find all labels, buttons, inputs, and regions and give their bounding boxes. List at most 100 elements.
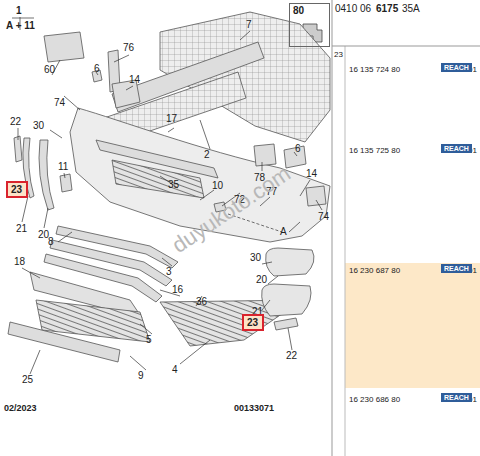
leader-line xyxy=(22,268,40,278)
callout-number: 30 xyxy=(33,120,44,131)
table-rule xyxy=(332,46,480,47)
callout-number: 6 xyxy=(295,143,301,154)
leader-line xyxy=(289,222,300,232)
callout-number: 21 xyxy=(16,223,27,234)
callout-number: 20 xyxy=(38,229,49,240)
reach-badge: REACH xyxy=(441,393,472,402)
part-number: 16 135 724 80 xyxy=(349,66,400,75)
node-text: REACH xyxy=(444,265,469,272)
reference-code: 0410 06 xyxy=(335,3,371,14)
callout-number: 17 xyxy=(166,113,177,124)
leader-line xyxy=(262,262,272,264)
node-text: REACH xyxy=(444,145,469,152)
fraction-bar xyxy=(12,18,34,19)
leader-line xyxy=(50,130,62,138)
callout-number: 74 xyxy=(54,97,65,108)
callout-number: 20 xyxy=(256,274,267,285)
fog-bezel xyxy=(262,284,311,316)
callout-number: 18 xyxy=(14,256,25,267)
date-code: 02/2023 xyxy=(4,404,37,414)
reach-badge: REACH xyxy=(441,264,472,273)
callout-number: 7 xyxy=(246,19,252,30)
leader-line xyxy=(240,31,250,40)
leader-line xyxy=(18,128,19,140)
callout-number: 8 xyxy=(48,236,54,247)
leader-line xyxy=(58,232,72,242)
highlight-row xyxy=(345,263,480,388)
callout-number: 1 xyxy=(16,5,22,16)
header-box: 80 xyxy=(289,3,330,47)
leader-line xyxy=(140,324,152,334)
leader-line xyxy=(114,55,129,62)
callout-number: A xyxy=(280,226,287,237)
callout-number: 2 xyxy=(204,149,210,160)
leader-line xyxy=(44,208,48,228)
leader-line xyxy=(288,328,292,350)
callout-number: 35 xyxy=(168,179,179,190)
leader-line xyxy=(30,350,40,374)
node-text: 23 xyxy=(247,317,259,328)
clip-part xyxy=(60,174,72,192)
callout-number: 36 xyxy=(196,296,207,307)
part-number: 16 230 686 80 xyxy=(349,396,400,405)
table-cell: 23 xyxy=(334,51,343,60)
table-rule xyxy=(345,46,346,456)
callout-number: 9 xyxy=(138,370,144,381)
callout-number: 10 xyxy=(212,180,223,191)
table-rule xyxy=(332,0,333,456)
callout-box: 23 xyxy=(6,181,28,198)
fog-bezel xyxy=(266,248,314,276)
callout-number: 25 xyxy=(22,374,33,385)
leader-line xyxy=(130,356,146,370)
reach-badge: REACH xyxy=(441,144,472,153)
leader-line xyxy=(262,300,270,310)
callout-number: 14 xyxy=(306,168,317,179)
leader-line xyxy=(262,162,263,171)
leader-line xyxy=(168,128,174,132)
leader-line xyxy=(300,180,310,196)
lower-strip xyxy=(8,322,120,362)
leader-line xyxy=(22,196,28,222)
leader-line xyxy=(268,276,278,284)
leader-line xyxy=(200,190,214,200)
callout-number: 5 xyxy=(146,334,152,345)
leader-line xyxy=(162,258,172,266)
bracket-part xyxy=(306,186,326,206)
trim-part xyxy=(96,140,218,178)
reach-badge: REACH xyxy=(441,63,472,72)
leader-line xyxy=(64,173,65,178)
callout-number: 60 xyxy=(44,64,55,75)
callout-number: 22 xyxy=(10,116,21,127)
callout-number: 3 xyxy=(166,266,172,277)
callout-box: 23 xyxy=(242,314,264,331)
leader-line xyxy=(64,96,80,110)
callout-number: 76 xyxy=(123,42,134,53)
bracket-part xyxy=(44,32,84,62)
drawing-number: 00133071 xyxy=(234,404,274,414)
node-text: REACH xyxy=(444,394,469,401)
reference-code: 35A xyxy=(402,3,420,14)
reference-code: 6175 xyxy=(376,3,398,14)
trim-part xyxy=(274,318,298,330)
callout-number: 30 xyxy=(250,252,261,263)
callout-number: 74 xyxy=(318,211,329,222)
callout-number: A + 11 xyxy=(6,20,35,31)
leader-line xyxy=(126,86,133,90)
node-text: 23 xyxy=(11,184,23,195)
callout-number: 16 xyxy=(172,284,183,295)
side-strip xyxy=(39,140,54,210)
callout-number: 22 xyxy=(286,350,297,361)
callout-number: 4 xyxy=(172,364,178,375)
part-number: 16 135 725 80 xyxy=(349,147,400,156)
node-text: 80 xyxy=(293,5,326,16)
node-text: REACH xyxy=(444,64,469,71)
bracket-part xyxy=(254,144,276,166)
part-number: 16 230 687 80 xyxy=(349,267,400,276)
callout-number: 6 xyxy=(94,63,100,74)
callout-number: 11 xyxy=(58,161,68,172)
leader-line xyxy=(200,120,210,149)
leader-line xyxy=(180,340,210,364)
